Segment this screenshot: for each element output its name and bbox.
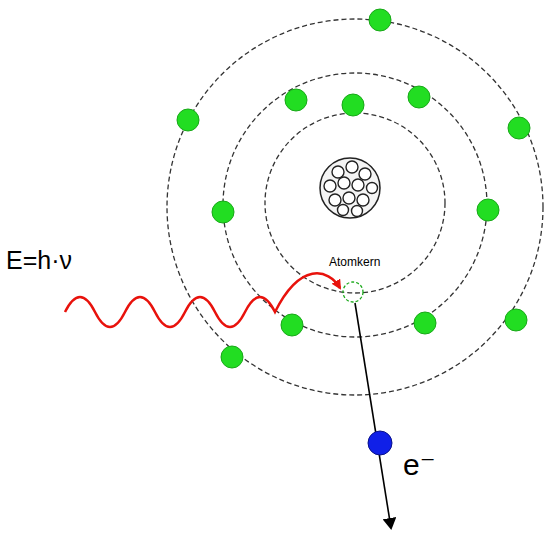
ejected-electron xyxy=(368,431,392,455)
nucleus xyxy=(320,158,380,218)
electron-path xyxy=(355,303,391,528)
outer-shell xyxy=(167,19,543,395)
inner-shell xyxy=(265,113,445,293)
nucleus-label: Atomkern xyxy=(327,256,382,268)
energy-formula: E=h·ν xyxy=(6,248,72,273)
photon-wave xyxy=(65,273,340,327)
electron-label: e⁻ xyxy=(403,450,436,480)
vacancy xyxy=(343,282,363,302)
electrons xyxy=(177,9,530,368)
